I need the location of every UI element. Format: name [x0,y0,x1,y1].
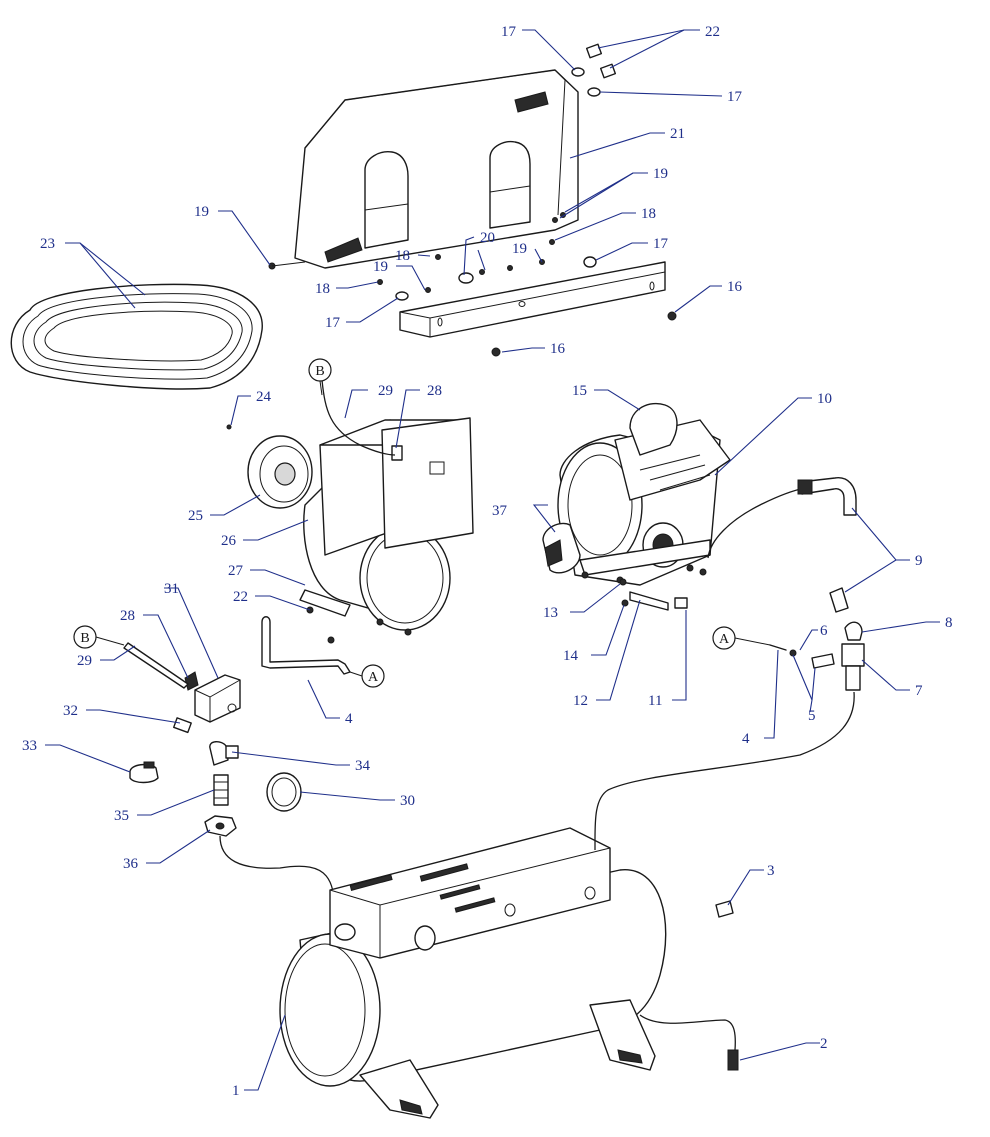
guard-vents-bottom [324,237,363,263]
callout-19: 19 [373,259,388,275]
callout-31: 31 [164,581,179,597]
callout-34: 34 [355,758,371,774]
tank-feed-hose [219,835,336,921]
ref-marker-a-mid: A [361,664,385,688]
callout-3: 3 [767,863,775,879]
ref-label: B [315,364,324,379]
callout-28: 28 [427,383,442,399]
callout-32: 32 [63,703,78,719]
belt-guard [294,69,579,269]
discharge-tube-pipe [797,477,857,613]
callout-29: 29 [378,383,393,399]
motor-pulley [226,424,313,509]
callout-4: 4 [345,711,353,727]
callout-2: 2 [820,1036,828,1052]
callout-9: 9 [915,553,923,569]
switch-cord [123,642,189,689]
callout-23: 23 [40,236,55,252]
ref-marker-b-left: B [73,625,97,649]
unloader-tube [594,691,855,841]
callout-17: 17 [653,236,669,252]
callout-22: 22 [705,24,720,40]
callout-24: 24 [256,389,272,405]
callout-13: 13 [543,605,558,621]
ref-label: B [80,631,89,646]
bent-tube [261,616,351,675]
leader-lines [45,29,940,1091]
callout-18: 18 [641,206,656,222]
drive-belt [10,283,263,390]
callout-4: 4 [742,731,750,747]
callout-10: 10 [817,391,832,407]
callout-12: 12 [573,693,588,709]
ref-label: A [368,670,379,685]
callout-18: 18 [395,248,410,264]
callout-17: 17 [727,89,743,105]
motor-cord [321,379,396,456]
callout-11: 11 [648,693,662,709]
check-valve [769,621,865,691]
callout-33: 33 [22,738,37,754]
callout-37: 37 [492,503,508,519]
callout-25: 25 [188,508,203,524]
callout-36: 36 [123,856,139,872]
callout-28: 28 [120,608,135,624]
callout-29: 29 [77,653,92,669]
callout-19: 19 [512,241,527,257]
pump-fittings [619,578,688,611]
guard-bracket [399,261,666,338]
callout-16: 16 [727,279,743,295]
manifold [129,717,302,837]
callout-21: 21 [670,126,685,142]
callout-18: 18 [315,281,330,297]
callout-27: 27 [228,563,244,579]
callout-5: 5 [808,708,816,724]
callout-1: 1 [232,1083,240,1099]
ref-marker-a-right: A [712,626,736,650]
callout-7: 7 [915,683,923,699]
callout-8: 8 [945,615,953,631]
guard-fasteners [268,43,677,357]
ref-marker-b-top: B [308,358,332,382]
callout-26: 26 [221,533,237,549]
callout-35: 35 [114,808,129,824]
callout-19: 19 [194,204,209,220]
ref-label: A [719,632,730,647]
air-tank [279,827,667,1119]
discharge-tube [707,487,806,559]
callout-15: 15 [572,383,587,399]
callout-labels: 17 22 17 21 19 19 18 20 19 17 23 18 19 1… [22,24,953,1099]
guard-vents-top [514,91,549,113]
callout-17: 17 [501,24,517,40]
pressure-switch [184,671,241,723]
callout-6: 6 [820,623,828,639]
callout-17: 17 [325,315,341,331]
callout-20: 20 [480,230,495,246]
callout-30: 30 [400,793,415,809]
tank-fittings [639,900,739,1071]
callout-19: 19 [653,166,668,182]
callout-22: 22 [233,589,248,605]
callout-16: 16 [550,341,566,357]
electric-motor [299,417,474,644]
compressor-pump [542,402,731,586]
callout-14: 14 [563,648,579,664]
